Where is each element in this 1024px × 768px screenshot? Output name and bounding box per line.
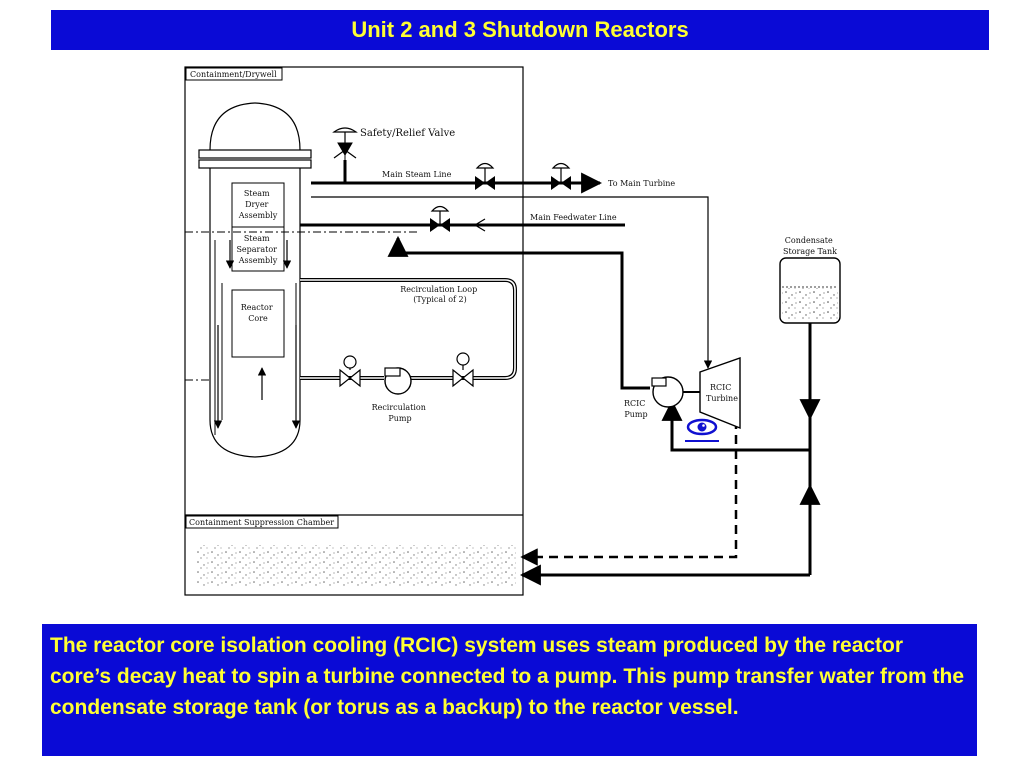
safety-valve-label: Safety/Relief Valve bbox=[360, 128, 455, 139]
rcic-pump-label: RCIC Pump bbox=[624, 399, 648, 419]
steam-valve-2 bbox=[551, 162, 571, 190]
recirc-pump-label: Recirculation Pump bbox=[372, 403, 429, 423]
steam-separator-label: Steam Separator Assembly bbox=[236, 234, 279, 265]
recirculation-pump bbox=[384, 367, 412, 395]
rcic-turbine-label: RCIC Turbine bbox=[706, 383, 738, 403]
main-feedwater-label: Main Feedwater Line bbox=[530, 213, 617, 222]
rcic-discharge-line bbox=[387, 235, 650, 390]
eye-icon[interactable] bbox=[685, 418, 719, 442]
turbine-exhaust-line bbox=[520, 420, 738, 566]
steam-valve-1 bbox=[475, 162, 495, 190]
slide-title: Unit 2 and 3 Shutdown Reactors bbox=[51, 10, 989, 50]
condensate-storage-tank bbox=[779, 257, 841, 324]
containment-label: Containment/Drywell bbox=[190, 70, 277, 79]
reactor-vessel bbox=[198, 102, 312, 458]
rcic-pump bbox=[651, 376, 684, 408]
condensate-tank-label: Condensate Storage Tank bbox=[783, 236, 837, 256]
rcic-steam-line bbox=[311, 196, 713, 369]
to-main-turbine-label: To Main Turbine bbox=[608, 179, 675, 188]
main-feedwater-line bbox=[300, 205, 625, 232]
steam-dryer-label: Steam Dryer Assembly bbox=[238, 189, 278, 220]
reactor-core-label: Reactor Core bbox=[241, 303, 275, 323]
main-steam-line-label: Main Steam Line bbox=[382, 170, 452, 179]
recirculation-loop bbox=[300, 278, 517, 388]
containment-drywell bbox=[184, 66, 524, 596]
suppression-water bbox=[196, 545, 516, 587]
recirc-loop-label: Recirculation Loop (Typical of 2) bbox=[400, 285, 479, 304]
rcic-turbine bbox=[699, 357, 741, 430]
caption-text: The reactor core isolation cooling (RCIC… bbox=[42, 624, 977, 756]
suppression-label: Containment Suppression Chamber bbox=[189, 518, 334, 527]
